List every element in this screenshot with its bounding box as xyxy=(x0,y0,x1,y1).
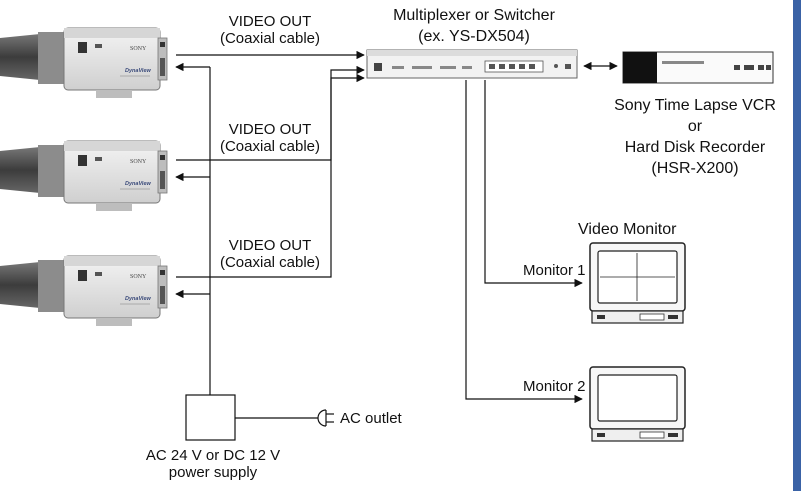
power-supply-line-2: power supply xyxy=(168,464,258,481)
recorder-line-4: (HSR-X200) xyxy=(651,160,739,177)
multiplexer-model: (ex. YS-DX504) xyxy=(418,28,530,45)
power-supply-box xyxy=(185,394,236,441)
camera-1 xyxy=(0,27,168,99)
monitor-1-feed xyxy=(484,80,583,288)
video-cable-3 xyxy=(176,73,365,278)
ac-plug-icon xyxy=(317,409,334,427)
recorder-line-1: Sony Time Lapse VCR xyxy=(614,97,776,114)
page-accent-bar xyxy=(793,0,801,491)
camera-2 xyxy=(0,140,168,212)
monitor-2-device xyxy=(589,366,686,442)
recorder-line-3: Hard Disk Recorder xyxy=(624,139,766,156)
power-supply-line-1: AC 24 V or DC 12 V xyxy=(145,447,281,464)
recorder-device xyxy=(622,51,774,84)
video-monitor-label: Video Monitor xyxy=(578,221,677,238)
power-supply-label: AC 24 V or DC 12 V power supply xyxy=(133,447,293,481)
video-out-3-title: VIDEO OUT xyxy=(228,237,312,254)
monitor-1-label: Monitor 1 xyxy=(523,262,586,279)
video-out-label-1: VIDEO OUT (Coaxial cable) xyxy=(210,13,330,47)
ac-outlet-label: AC outlet xyxy=(340,410,402,427)
video-out-label-3: VIDEO OUT (Coaxial cable) xyxy=(210,237,330,271)
recorder-line-2: or xyxy=(687,118,703,135)
camera-3 xyxy=(0,255,168,327)
recorder-label: Sony Time Lapse VCR or Hard Disk Recorde… xyxy=(600,95,790,179)
video-out-3-sub: (Coaxial cable) xyxy=(219,254,321,271)
video-out-label-2: VIDEO OUT (Coaxial cable) xyxy=(210,121,330,155)
monitor-1-device xyxy=(589,242,686,324)
monitor-2-label: Monitor 2 xyxy=(523,378,586,395)
video-out-2-sub: (Coaxial cable) xyxy=(219,138,321,155)
multiplexer-device xyxy=(366,49,578,79)
video-out-1-sub: (Coaxial cable) xyxy=(219,30,321,47)
multiplexer-label: Multiplexer or Switcher (ex. YS-DX504) xyxy=(366,5,582,47)
monitor-2-feed xyxy=(465,80,583,404)
video-out-2-title: VIDEO OUT xyxy=(228,121,312,138)
video-out-1-title: VIDEO OUT xyxy=(228,13,312,30)
multiplexer-title: Multiplexer or Switcher xyxy=(393,7,555,24)
